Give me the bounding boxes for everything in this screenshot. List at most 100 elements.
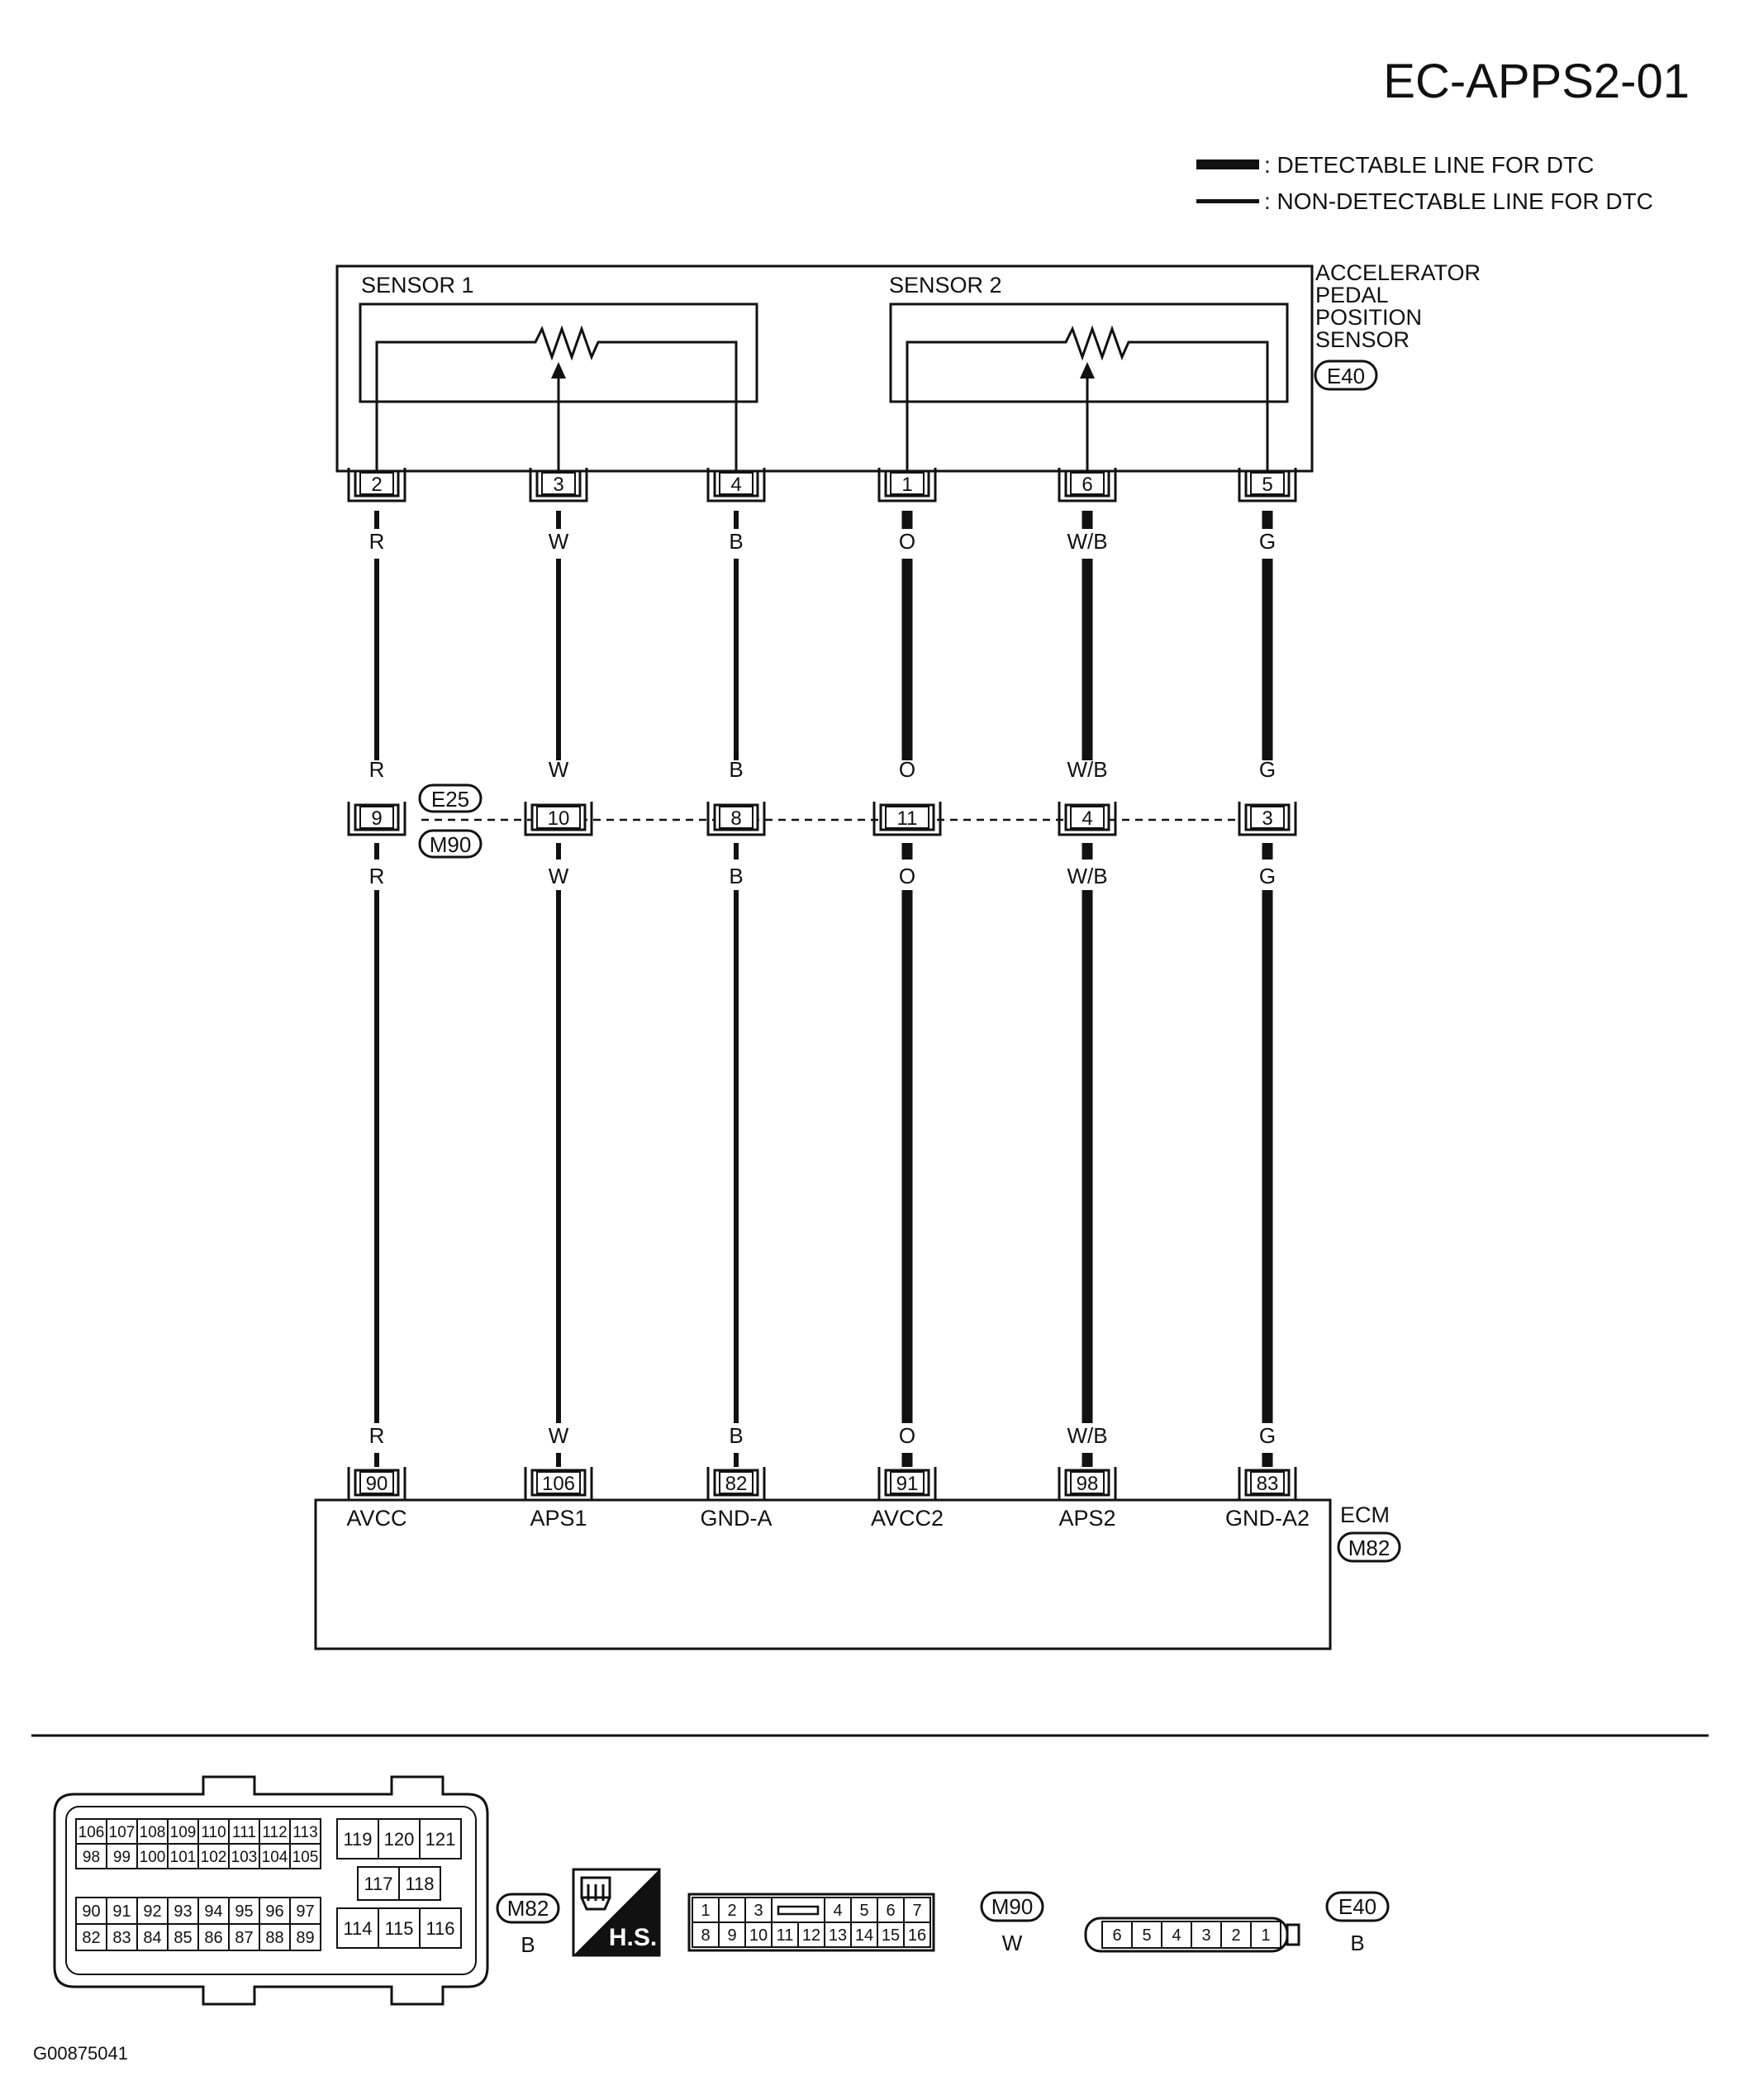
ecm-terminal-label: APS1 <box>530 1506 587 1531</box>
m90-pin-7: 7 <box>912 1902 921 1920</box>
m82-pin-111: 111 <box>232 1824 256 1841</box>
m90-pin-11: 11 <box>777 1926 794 1945</box>
sensor-pin-4-number: 4 <box>730 474 741 496</box>
wire-color-label-bottom: B <box>729 1423 743 1448</box>
m82-cavity-118 <box>398 1866 441 1901</box>
e40-pin-1: 1 <box>1261 1926 1270 1945</box>
sensor-2-circuit <box>906 325 1269 475</box>
m82-housing-color: B <box>521 1932 535 1957</box>
m82-cavity-100 <box>136 1843 169 1869</box>
m82-pin-94: 94 <box>204 1902 222 1921</box>
sensor-pin-5-bracket <box>1238 468 1297 502</box>
m82-id: M82 <box>507 1896 549 1921</box>
m82-pin-114: 114 <box>343 1918 372 1939</box>
legend-detectable-swatch <box>1196 160 1259 169</box>
junction-pin-3-number: 3 <box>1262 807 1272 830</box>
sensor-1-label: SENSOR 1 <box>361 273 474 298</box>
m82-pin-95: 95 <box>235 1902 253 1921</box>
ecm-pin-98-box <box>1070 1471 1105 1494</box>
m90-pin-3: 3 <box>754 1902 763 1920</box>
junction-pin-10-bracket <box>524 802 593 836</box>
e40-pin-4: 4 <box>1172 1926 1181 1945</box>
sensor-name-line-2: PEDAL <box>1315 283 1389 307</box>
sensor-pin-1-bracket <box>877 468 937 502</box>
sensor-housing <box>335 264 1314 473</box>
m82-pin-104: 104 <box>262 1849 288 1866</box>
junction-m90-badge <box>418 829 483 859</box>
junction-pin-3-box <box>1250 806 1285 829</box>
wire-color-label-junction-below: B <box>729 864 743 888</box>
m82-pin-108: 108 <box>140 1824 166 1841</box>
wire-color-label-top: R <box>369 529 385 554</box>
m82-cavity-108 <box>136 1818 169 1845</box>
sensor-1-circuit <box>375 325 738 475</box>
figure-id: G00875041 <box>33 2043 128 2064</box>
m82-pin-87: 87 <box>235 1929 253 1947</box>
m82-pin-84: 84 <box>143 1929 161 1947</box>
m82-pin-115: 115 <box>384 1918 413 1939</box>
accelerator-pedal-position-sensor: SENSOR 1 SENSOR 2 ACCELERATOR PEDAL POSI… <box>335 260 1481 475</box>
legend: : DETECTABLE LINE FOR DTC : NON-DETECTAB… <box>1196 152 1653 214</box>
wire-color-label-junction-below: O <box>899 864 915 888</box>
e40-cavity-1 <box>1250 1921 1281 1949</box>
sensor-pin-1-number: 1 <box>901 474 912 496</box>
junction-pin-11-box <box>885 806 929 829</box>
connector-icon <box>580 1876 611 1911</box>
ecm-name: ECM <box>1340 1502 1390 1527</box>
m82-cavity-115 <box>378 1907 421 1949</box>
junction-pin-4-bracket <box>1058 802 1117 836</box>
ecm-pin-90-number: 90 <box>366 1473 388 1495</box>
e40-housing-color: B <box>1350 1931 1364 1955</box>
ecm-pin-91-number: 91 <box>896 1473 919 1495</box>
sensor-pin-1-box <box>890 472 925 495</box>
m82-pin-100: 100 <box>140 1849 166 1866</box>
m82-inner-frame <box>65 1806 477 1975</box>
m90-pin-4: 4 <box>833 1902 842 1920</box>
wire-color-label-junction-below: W/B <box>1067 864 1107 888</box>
m82-cavity-110 <box>197 1818 230 1845</box>
m82-cavity-101 <box>167 1843 199 1869</box>
ecm-pin-98-number: 98 <box>1077 1473 1099 1495</box>
m82-cavity-105 <box>289 1843 321 1869</box>
m82-cavity-121 <box>419 1818 462 1860</box>
e40-pin-3: 3 <box>1201 1926 1210 1945</box>
e40-cavity-6 <box>1101 1921 1133 1949</box>
sensor-pin-2-number: 2 <box>371 474 382 496</box>
e40-badge <box>1325 1891 1390 1922</box>
m82-cavity-104 <box>259 1843 291 1869</box>
m82-cavity-109 <box>167 1818 199 1845</box>
m82-pin-105: 105 <box>292 1849 319 1866</box>
m90-cavity-6 <box>877 1897 905 1923</box>
wire-color-label-top: G <box>1259 529 1276 554</box>
m82-pin-96: 96 <box>265 1902 283 1921</box>
sensor-pin-5-number: 5 <box>1262 474 1272 496</box>
m82-pin-110: 110 <box>201 1824 226 1841</box>
wire-color-label-bottom: O <box>899 1423 915 1448</box>
m82-pin-90: 90 <box>82 1902 100 1921</box>
legend-non-detectable-label: : NON-DETECTABLE LINE FOR DTC <box>1264 188 1653 214</box>
ecm-pin-82-number: 82 <box>725 1473 748 1495</box>
m82-pin-83: 83 <box>112 1929 131 1947</box>
wire-color-label-junction-below: W <box>549 864 569 888</box>
m82-cavity-102 <box>197 1843 230 1869</box>
m90-housing-color: W <box>1002 1931 1023 1955</box>
m82-pin-85: 85 <box>174 1929 192 1947</box>
ecm-pin-106-box <box>536 1471 581 1494</box>
m82-pin-117: 117 <box>364 1874 392 1894</box>
m82-pin-101: 101 <box>170 1849 197 1866</box>
sensor-2-label: SENSOR 2 <box>889 273 1002 298</box>
legend-detectable-label: : DETECTABLE LINE FOR DTC <box>1264 152 1594 178</box>
ecm-pin-83-box <box>1250 1471 1285 1494</box>
m82-pin-86: 86 <box>204 1929 222 1947</box>
m82-pin-89: 89 <box>296 1929 314 1947</box>
m90-cavity-14 <box>850 1921 878 1948</box>
m90-pin-16: 16 <box>908 1926 926 1945</box>
m90-pin-6: 6 <box>886 1902 895 1920</box>
junction-pin-8-bracket <box>706 802 766 836</box>
m82-pin-118: 118 <box>405 1874 434 1894</box>
wire-color-label-junction-above: B <box>729 757 743 782</box>
